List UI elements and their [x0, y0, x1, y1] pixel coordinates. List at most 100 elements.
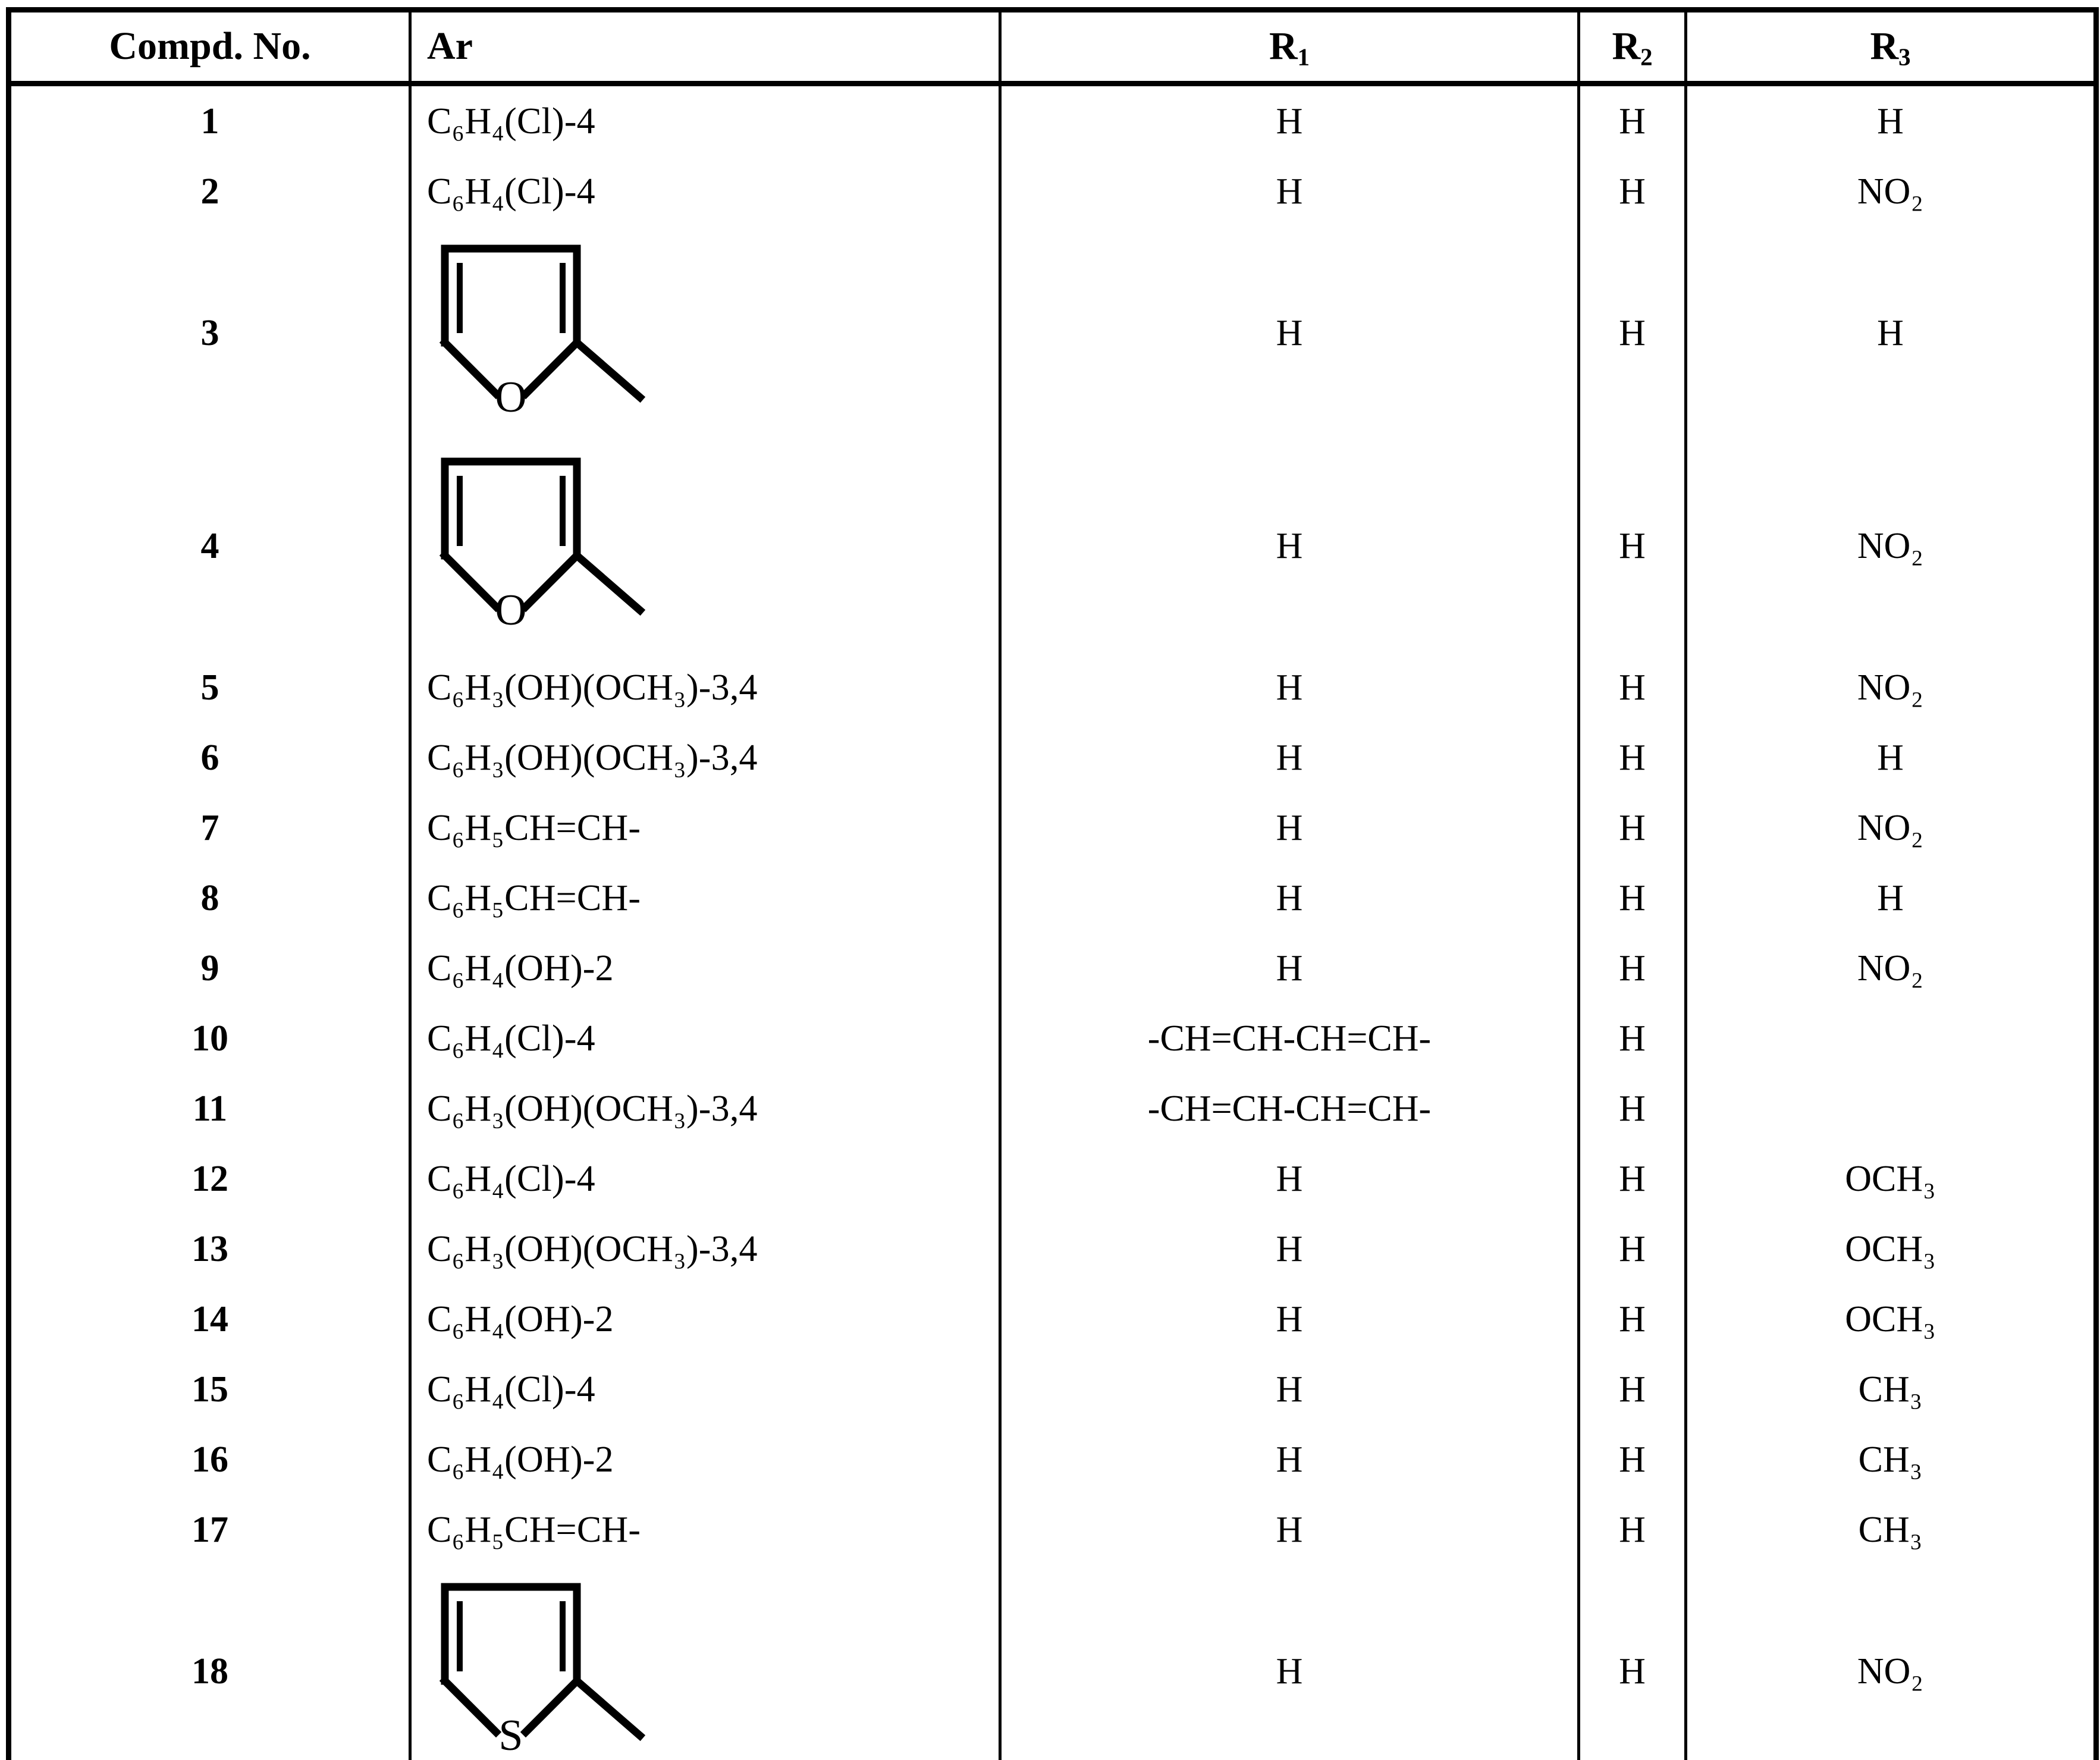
cell-r1: H	[1000, 723, 1580, 793]
cell-r3: H	[1877, 878, 1904, 919]
cell-r3: CH₃	[1858, 1439, 1923, 1480]
cell-r3: NO₂	[1857, 667, 1924, 708]
cell-ar: C₆H₄(OH)-2	[410, 1284, 1002, 1355]
cell-r2: H	[1578, 440, 1687, 653]
cell-compd-no: 16	[8, 1425, 412, 1495]
ar-formula: C₆H₃(OH)(OCH₃)-3,4	[427, 1229, 758, 1270]
cell-r1: H	[1000, 1354, 1580, 1425]
r2-subscript: 2	[1640, 43, 1653, 71]
cell-ar: C₆H₄(Cl)-4	[410, 1144, 1002, 1215]
cell-ar: C₆H₃(OH)(OCH₃)-3,4	[410, 1214, 1002, 1285]
cell-r1: H	[1000, 440, 1580, 653]
svg-text:O: O	[495, 373, 526, 422]
cell-ar: C₆H₅CH=CH-	[410, 863, 1002, 934]
table-header: Compd. No. Ar R1 R2 R3	[8, 10, 2096, 87]
cell-r3: H	[1877, 738, 1904, 779]
r2-base: R	[1612, 24, 1641, 68]
cell-ar: C₆H₃(OH)(OCH₃)-3,4	[410, 652, 1002, 723]
thiophene-structure-icon: S	[427, 1574, 683, 1760]
cell-compd-no: 1	[8, 83, 412, 157]
cell-r2: H	[1578, 1144, 1687, 1215]
cell-r2: H	[1578, 652, 1687, 723]
cell-r3: OCH₃	[1845, 1229, 1936, 1270]
column-header-r1: R1	[1000, 10, 1580, 87]
cell-compd-no: 9	[8, 933, 412, 1004]
ar-formula: C₆H₄(Cl)-4	[427, 1159, 595, 1200]
r3-base: R	[1870, 24, 1899, 68]
cell-r1: H	[1000, 227, 1580, 440]
cell-compd-no: 11	[8, 1074, 412, 1144]
cell-r2: H	[1578, 793, 1687, 864]
header-row: Compd. No. Ar R1 R2 R3	[8, 10, 2096, 87]
ar-formula: C₆H₅CH=CH-	[427, 1510, 641, 1551]
cell-r1: H	[1000, 863, 1580, 934]
cell-compd-no: 12	[8, 1144, 412, 1215]
cell-ar: O	[410, 440, 1002, 653]
ar-formula: C₆H₃(OH)(OCH₃)-3,4	[427, 738, 758, 779]
cell-r1: -CH=CH-CH=CH-	[1000, 1074, 1580, 1144]
cell-r3: CH₃	[1858, 1510, 1923, 1551]
cell-ar: S	[410, 1565, 1002, 1760]
cell-r1: H	[1000, 1214, 1580, 1285]
svg-text:O: O	[495, 586, 526, 635]
cell-r1: H	[1000, 1565, 1580, 1760]
cell-r3: NO₂	[1857, 1651, 1924, 1692]
r1-base: R	[1269, 24, 1298, 68]
cell-compd-no: 8	[8, 863, 412, 934]
cell-ar: C₆H₄(Cl)-4	[410, 83, 1002, 157]
cell-r1: H	[1000, 1284, 1580, 1355]
cell-r2: H	[1578, 227, 1687, 440]
ar-formula: C₆H₄(OH)-2	[427, 948, 614, 989]
ar-formula: C₆H₃(OH)(OCH₃)-3,4	[427, 667, 758, 708]
cell-r3: H	[1877, 313, 1904, 354]
ar-formula: C₆H₄(Cl)-4	[427, 1369, 595, 1410]
cell-r3: CH₃	[1858, 1369, 1923, 1410]
cell-compd-no: 17	[8, 1495, 412, 1566]
furan-structure-icon: O	[427, 448, 683, 645]
cell-compd-no: 6	[8, 723, 412, 793]
column-header-ar: Ar	[410, 10, 1002, 87]
cell-compd-no: 5	[8, 652, 412, 723]
cell-r2: H	[1578, 83, 1687, 157]
cell-ar: C₆H₃(OH)(OCH₃)-3,4	[410, 723, 1002, 793]
cell-r2: H	[1578, 1003, 1687, 1074]
cell-compd-no: 15	[8, 1354, 412, 1425]
cell-r1: H	[1000, 933, 1580, 1004]
cell-r3: NO₂	[1857, 526, 1924, 567]
cell-r3	[1686, 1003, 2096, 1074]
cell-r2: H	[1578, 1074, 1687, 1144]
cell-ar: C₆H₅CH=CH-	[410, 1495, 1002, 1566]
cell-compd-no: 14	[8, 1284, 412, 1355]
cell-compd-no: 10	[8, 1003, 412, 1074]
cell-r2: H	[1578, 863, 1687, 934]
ar-formula: C₆H₄(OH)-2	[427, 1439, 614, 1480]
cell-ar: C₆H₄(Cl)-4	[410, 1003, 1002, 1074]
cell-compd-no: 3	[8, 227, 412, 440]
cell-r1: H	[1000, 652, 1580, 723]
cell-r1: H	[1000, 83, 1580, 157]
cell-r1: H	[1000, 156, 1580, 227]
r1-subscript: 1	[1297, 43, 1310, 71]
cell-r3: OCH₃	[1845, 1299, 1936, 1340]
cell-r2: H	[1578, 1565, 1687, 1760]
r3-subscript: 3	[1898, 43, 1911, 71]
cell-r1: H	[1000, 1425, 1580, 1495]
cell-r1: H	[1000, 1144, 1580, 1215]
cell-r1: -CH=CH-CH=CH-	[1000, 1003, 1580, 1074]
